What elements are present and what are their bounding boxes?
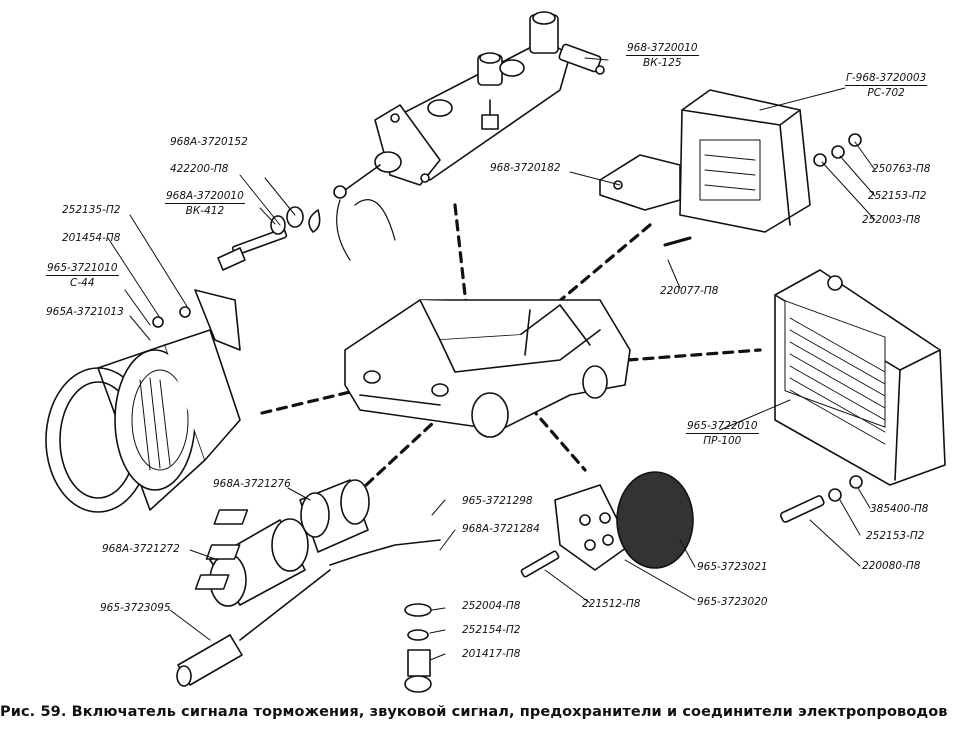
label-part-968-3720182: 968-3720182 — [490, 162, 561, 174]
brake-switch-screw — [217, 206, 304, 271]
fuse-box — [774, 269, 946, 523]
label-part-968a-3720152: 968А-3720152 — [170, 136, 248, 148]
connector-block — [520, 471, 694, 578]
label-part-220080: 220080-П8 — [862, 560, 921, 572]
label-part-385400: 385400-П8 — [870, 503, 929, 515]
horn-relay — [599, 89, 862, 247]
label-part-252003: 252003-П8 — [862, 214, 921, 226]
label-leaders — [107, 57, 876, 661]
label-part-252154: 252154-П2 — [462, 624, 521, 636]
label-part-250763: 250763-П8 — [872, 163, 931, 175]
figure-number: Рис. 59. — [0, 704, 67, 720]
exploded-view-drawing — [45, 11, 946, 693]
label-part-252135: 252135-П2 — [62, 204, 121, 216]
label-part-252153-a: 252153-П2 — [868, 190, 927, 202]
label-part-965-3723020: 965-3723020 — [697, 596, 768, 608]
figure-caption-text: Включатель сигнала торможения, звуковой … — [71, 704, 948, 720]
label-part-965-3723095: 965-3723095 — [100, 602, 171, 614]
label-part-201417: 201417-П8 — [462, 648, 521, 660]
label-part-252004: 252004-П8 — [462, 600, 521, 612]
horn — [45, 289, 241, 513]
label-part-968a-3721272: 968А-3721272 — [102, 543, 180, 555]
label-part-221512: 221512-П8 — [582, 598, 641, 610]
figure-caption: Рис. 59. Включатель сигнала торможения, … — [0, 704, 980, 720]
label-part-965a-3721013: 965А-3721013 — [46, 306, 124, 318]
connector-parts — [176, 479, 441, 693]
label-part-220077: 220077-П8 — [660, 285, 719, 297]
label-part-968a-3721284: 968А-3721284 — [462, 523, 540, 535]
car — [344, 299, 631, 438]
label-part-201454: 201454-П8 — [62, 232, 121, 244]
label-part-965-3723021: 965-3723021 — [697, 561, 768, 573]
label-part-252153-b: 252153-П2 — [866, 530, 925, 542]
label-part-965-3721298: 965-3721298 — [462, 495, 533, 507]
label-part-422200: 422200-П8 — [170, 163, 229, 175]
brake-master-cylinder — [308, 11, 605, 261]
label-part-968a-3721276: 968А-3721276 — [213, 478, 291, 490]
